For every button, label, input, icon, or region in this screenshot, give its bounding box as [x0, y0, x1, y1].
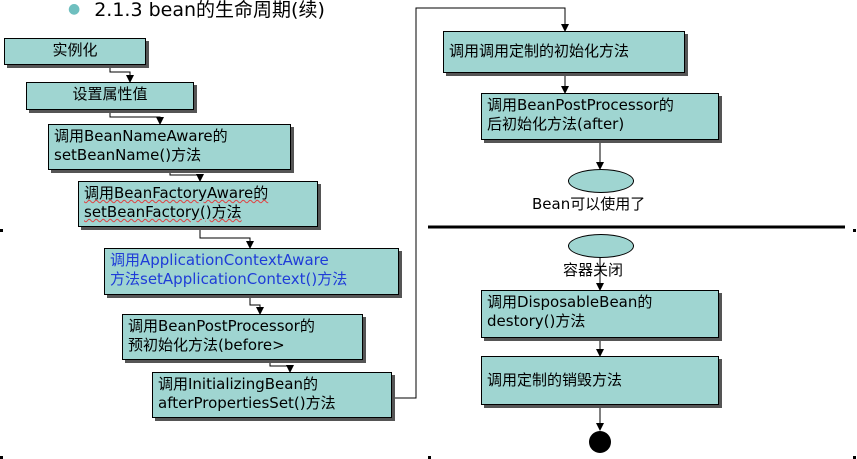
step-application-context-aware: 调用ApplicationContextAware 方法setApplicati… [104, 248, 399, 295]
step-label-line1: 调用DisposableBean的 [487, 293, 653, 311]
step-custom-destroy: 调用定制的销毁方法 [481, 356, 719, 405]
slide-title: ● 2.1.3 bean的生命周期(续) [68, 0, 325, 22]
step-label-line2: setBeanFactory()方法 [84, 203, 242, 221]
step-label-line1: 调用InitializingBean的 [158, 375, 318, 393]
step-label-line1: 调用BeanNameAware的 [54, 127, 228, 145]
connector-7-right [392, 7, 569, 399]
end-node [589, 431, 611, 453]
corner-mark [428, 456, 431, 459]
step-label: 调用调用定制的初始化方法 [449, 42, 630, 60]
step-label-line2: 方法setApplicationContext()方法 [110, 270, 348, 288]
step-label: 设置属性值 [72, 85, 148, 103]
step-label-line2: destory()方法 [487, 312, 586, 330]
step-label-line2: afterPropertiesSet()方法 [158, 394, 336, 412]
step-label: 实例化 [52, 41, 98, 59]
connector-6-7 [269, 360, 294, 373]
step-post-processor-before: 调用BeanPostProcessor的 预初始化方法(before> [122, 314, 363, 360]
step-label: 调用定制的销毁方法 [487, 371, 623, 389]
step-post-processor-after: 调用BeanPostProcessor的 后初始化方法(after) [481, 93, 719, 140]
connector-4-5 [199, 227, 254, 249]
bullet-icon: ● [68, 1, 81, 17]
ready-state-label: Bean可以使用了 [532, 195, 646, 213]
slide-title-text: 2.1.3 bean的生命周期(续) [94, 0, 325, 21]
closed-state-node [568, 234, 634, 258]
step-disposable-bean: 调用DisposableBean的 destory()方法 [481, 290, 719, 338]
step-label-line1: 调用BeanPostProcessor的 [128, 317, 315, 335]
step-custom-init: 调用调用定制的初始化方法 [443, 31, 685, 73]
connector-3-4 [169, 170, 204, 182]
step-label-line1: 调用BeanFactoryAware的 [84, 184, 269, 202]
closed-state-label: 容器关闭 [563, 261, 624, 279]
corner-mark [0, 229, 3, 232]
step-bean-factory-aware: 调用BeanFactoryAware的 setBeanFactory()方法 [78, 181, 318, 227]
step-bean-name-aware: 调用BeanNameAware的 setBeanName()方法 [48, 124, 291, 170]
step-set-properties: 设置属性值 [26, 82, 194, 110]
corner-mark [853, 229, 856, 232]
step-instantiate: 实例化 [4, 38, 146, 65]
step-initializing-bean: 调用InitializingBean的 afterPropertiesSet()… [152, 372, 392, 418]
connector-2-3 [109, 110, 164, 125]
step-label-line2: 预初始化方法(before> [128, 336, 285, 354]
step-label-line2: 后初始化方法(after) [487, 115, 625, 133]
ready-state-node [568, 169, 634, 193]
step-label-line1: 调用ApplicationContextAware [110, 251, 329, 269]
connector-5-6 [249, 295, 264, 315]
step-label-line1: 调用BeanPostProcessor的 [487, 96, 674, 114]
corner-mark [853, 456, 856, 459]
step-label-line2: setBeanName()方法 [54, 146, 202, 164]
corner-mark [0, 456, 3, 459]
connector-1-2 [109, 64, 134, 83]
